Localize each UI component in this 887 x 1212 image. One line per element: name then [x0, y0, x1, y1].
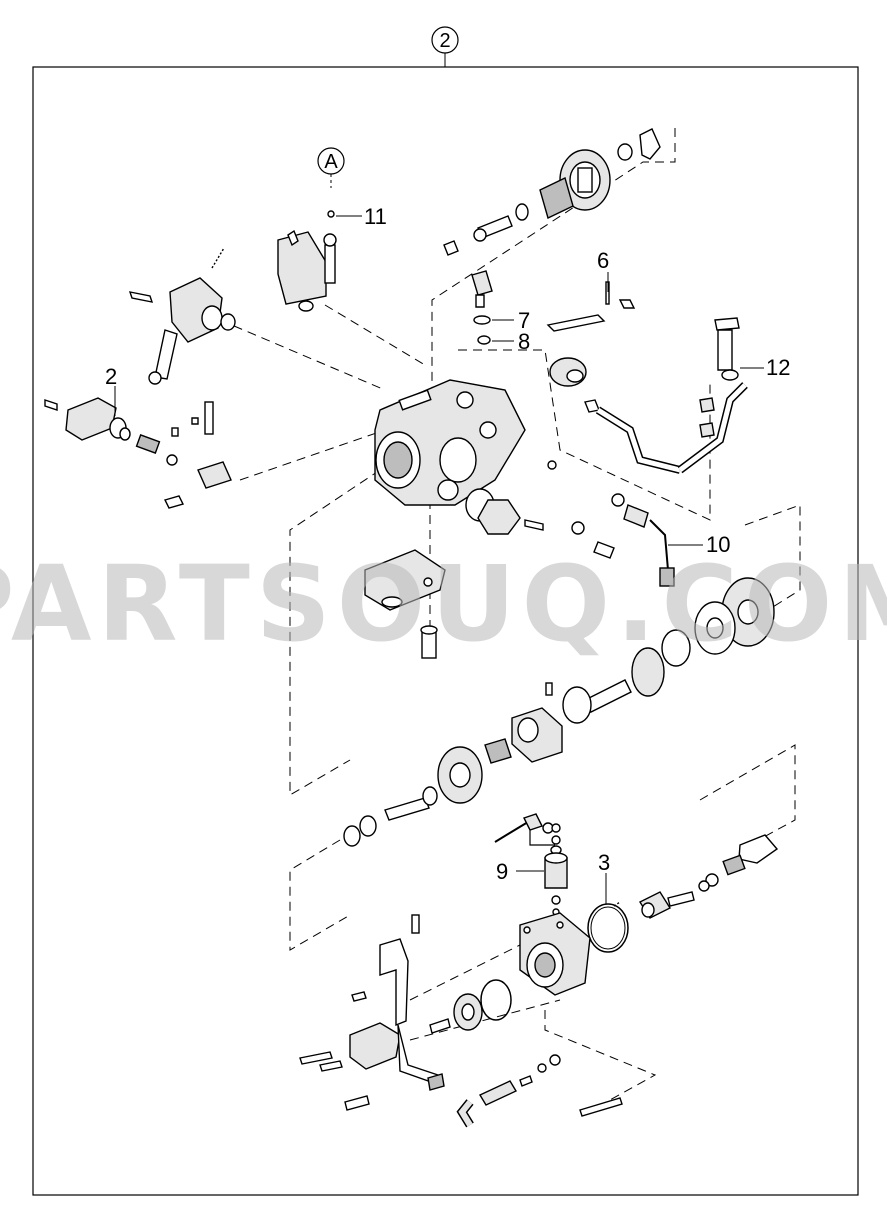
callout-2[interactable]: 2: [105, 364, 117, 416]
callout-2-number: 2: [105, 364, 117, 389]
detail-callout-label: A: [324, 151, 338, 173]
drive-shaft-stack[interactable]: [545, 577, 775, 724]
delivery-valve-group[interactable]: [456, 1054, 623, 1128]
callout-6-number: 6: [597, 248, 609, 273]
callout-11[interactable]: 11: [336, 204, 387, 229]
pump-housing[interactable]: [374, 379, 526, 506]
o-ring[interactable]: [587, 901, 629, 953]
callout-3-number: 3: [598, 850, 610, 875]
leak-off-pipe[interactable]: [584, 317, 748, 474]
callout-8[interactable]: 8: [492, 329, 530, 354]
callout-12-number: 12: [766, 355, 790, 380]
callout-6[interactable]: 6: [597, 248, 609, 292]
callout-9[interactable]: 9: [496, 859, 544, 884]
detail-callout-a[interactable]: A: [317, 147, 345, 188]
overflow-valve-group[interactable]: [471, 270, 636, 470]
timer-cover-group[interactable]: [638, 834, 779, 919]
callout-8-number: 8: [518, 329, 530, 354]
governor-bracket[interactable]: [277, 210, 337, 312]
callout-12[interactable]: 12: [740, 355, 790, 380]
mounting-bracket[interactable]: [364, 549, 446, 659]
distributor-head[interactable]: [429, 912, 591, 1034]
callout-3[interactable]: 3: [598, 850, 610, 904]
callout-7-number: 7: [518, 308, 530, 333]
callout-10[interactable]: 10: [668, 532, 730, 557]
stop-lever-bracket[interactable]: [299, 914, 445, 1111]
watermark-text: PARTSOUQ.COM: [0, 543, 887, 665]
throttle-lever-assembly[interactable]: [128, 247, 236, 385]
callout-11-number: 11: [364, 204, 387, 229]
cover-plate-group[interactable]: [465, 488, 615, 559]
magnet-valve[interactable]: [494, 813, 568, 916]
pump-plunger-group[interactable]: [343, 707, 563, 847]
assembly-callout[interactable]: 2: [431, 26, 459, 67]
callout-7[interactable]: 7: [492, 308, 530, 333]
callout-9-number: 9: [496, 859, 508, 884]
callout-10-number: 10: [706, 532, 730, 557]
fuel-cut-solenoid[interactable]: [611, 493, 675, 587]
drive-gear-group[interactable]: [443, 128, 661, 256]
assembly-callout-number: 2: [439, 30, 450, 52]
solenoid-cover-group[interactable]: [44, 397, 232, 509]
